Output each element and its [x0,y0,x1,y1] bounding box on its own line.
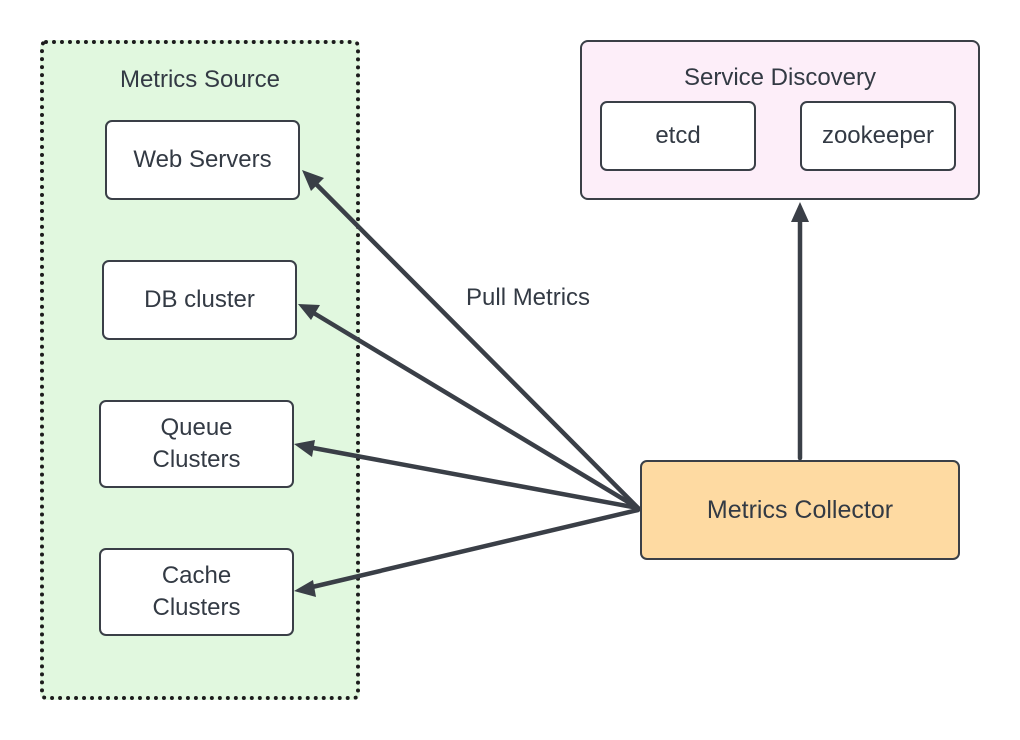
web-servers-node[interactable]: Web Servers [105,120,300,200]
arrowhead-queue-clusters [294,440,315,457]
edge-collector-to-web-servers [311,179,641,511]
edge-collector-to-queue-clusters [305,444,641,511]
zookeeper-node[interactable]: zookeeper [800,101,956,171]
pull-metrics-label: Pull Metrics [466,284,591,311]
arrowhead-db-cluster [298,304,320,320]
db-cluster-node[interactable]: DB cluster [102,260,297,340]
metrics-collector-node[interactable]: Metrics Collector [640,460,960,560]
queue-clusters-node[interactable]: Queue Clusters [99,400,294,488]
arrowhead-service-discovery [791,202,809,222]
etcd-node[interactable]: etcd [600,101,756,171]
edge-collector-to-cache-clusters [305,507,641,591]
arrowhead-web-servers [302,170,324,191]
service-discovery-label: Service Discovery [683,64,877,91]
cache-clusters-node[interactable]: Cache Clusters [99,548,294,636]
edge-collector-to-db-cluster [309,309,641,511]
arrowhead-cache-clusters [294,580,316,597]
metrics-source-label: Metrics Source [119,66,281,93]
